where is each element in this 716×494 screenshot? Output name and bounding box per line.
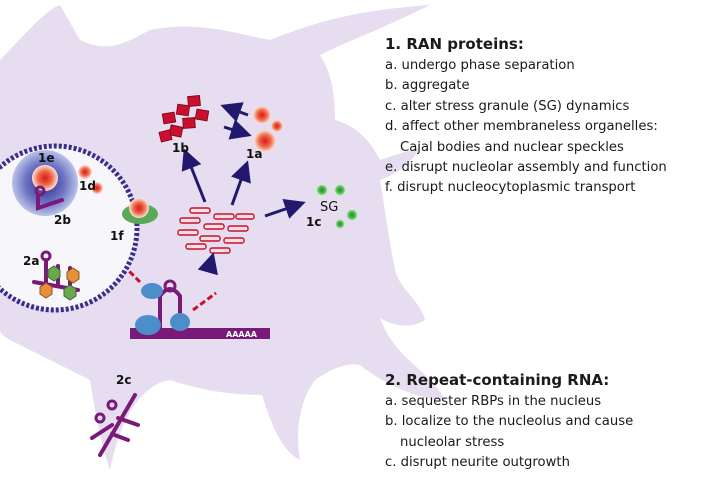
label-polya: AAAAA: [226, 330, 258, 339]
ran-droplet-1a-c: [254, 130, 276, 152]
rna-hairpin-2b: [34, 185, 64, 211]
label-1f: 1f: [110, 229, 124, 243]
ran-proteins: [177, 207, 255, 254]
rna-item-c: c. disrupt neurite outgrowth: [385, 455, 570, 471]
label-1e: 1e: [38, 151, 55, 165]
label-2c: 2c: [116, 373, 131, 387]
ran-item-a: a. undergo phase separation: [385, 58, 575, 73]
label-1d: 1d: [79, 179, 96, 193]
stress-granule-d: [335, 219, 345, 229]
ran-item-c: c. alter stress granule (SG) dynamics: [385, 98, 630, 114]
ran-item-b: b. aggregate: [385, 78, 470, 94]
ran-proteins-panel: 1. RAN proteins: a. undergo phase separa…: [385, 35, 667, 199]
ran-panel-title: 1. RAN proteins:: [385, 35, 524, 53]
ran-droplet-1d-a: [78, 165, 92, 179]
rna-panel-title: 2. Repeat-containing RNA:: [385, 371, 610, 389]
ran-droplet-1e: [32, 165, 58, 191]
rna-item-a: a. sequester RBPs in the nucleus: [385, 394, 602, 409]
stress-granule-a: [316, 184, 328, 196]
rna-neurite-2c: [90, 393, 140, 457]
rna-panel-list: a. sequester RBPs in the nucleus b. loca…: [385, 392, 633, 474]
neuron-cell-body: [0, 5, 445, 470]
ran-droplet-1a-a: [253, 106, 271, 124]
ran-item-f: f. disrupt nucleocytoplasmic transport: [385, 180, 636, 196]
ran-aggregates-1b: [158, 94, 210, 143]
ran-droplet-1d-b: [91, 182, 103, 194]
mrna-translation: [126, 268, 270, 339]
label-2a: 2a: [23, 254, 39, 268]
ran-panel-list: a. undergo phase separation b. aggregate…: [385, 56, 667, 199]
ran-item-e: e. disrupt nucleolar assembly and functi…: [385, 160, 667, 176]
stress-granule-c: [346, 209, 358, 221]
ran-item-d: d. affect other membraneless organelles:…: [385, 119, 658, 155]
label-sg: SG: [320, 200, 338, 215]
label-1b: 1b: [172, 141, 189, 155]
rna-foci-2a: [32, 250, 80, 301]
label-1c: 1c: [306, 215, 321, 229]
ran-droplet-1a-b: [271, 120, 283, 132]
nuclear-pore-1f: [122, 198, 158, 224]
label-2b: 2b: [54, 213, 71, 227]
repeat-rna-panel: 2. Repeat-containing RNA: a. sequester R…: [385, 371, 633, 474]
stress-granule-b: [334, 184, 346, 196]
label-1a: 1a: [246, 147, 262, 161]
pathway-arrows: [181, 102, 306, 276]
